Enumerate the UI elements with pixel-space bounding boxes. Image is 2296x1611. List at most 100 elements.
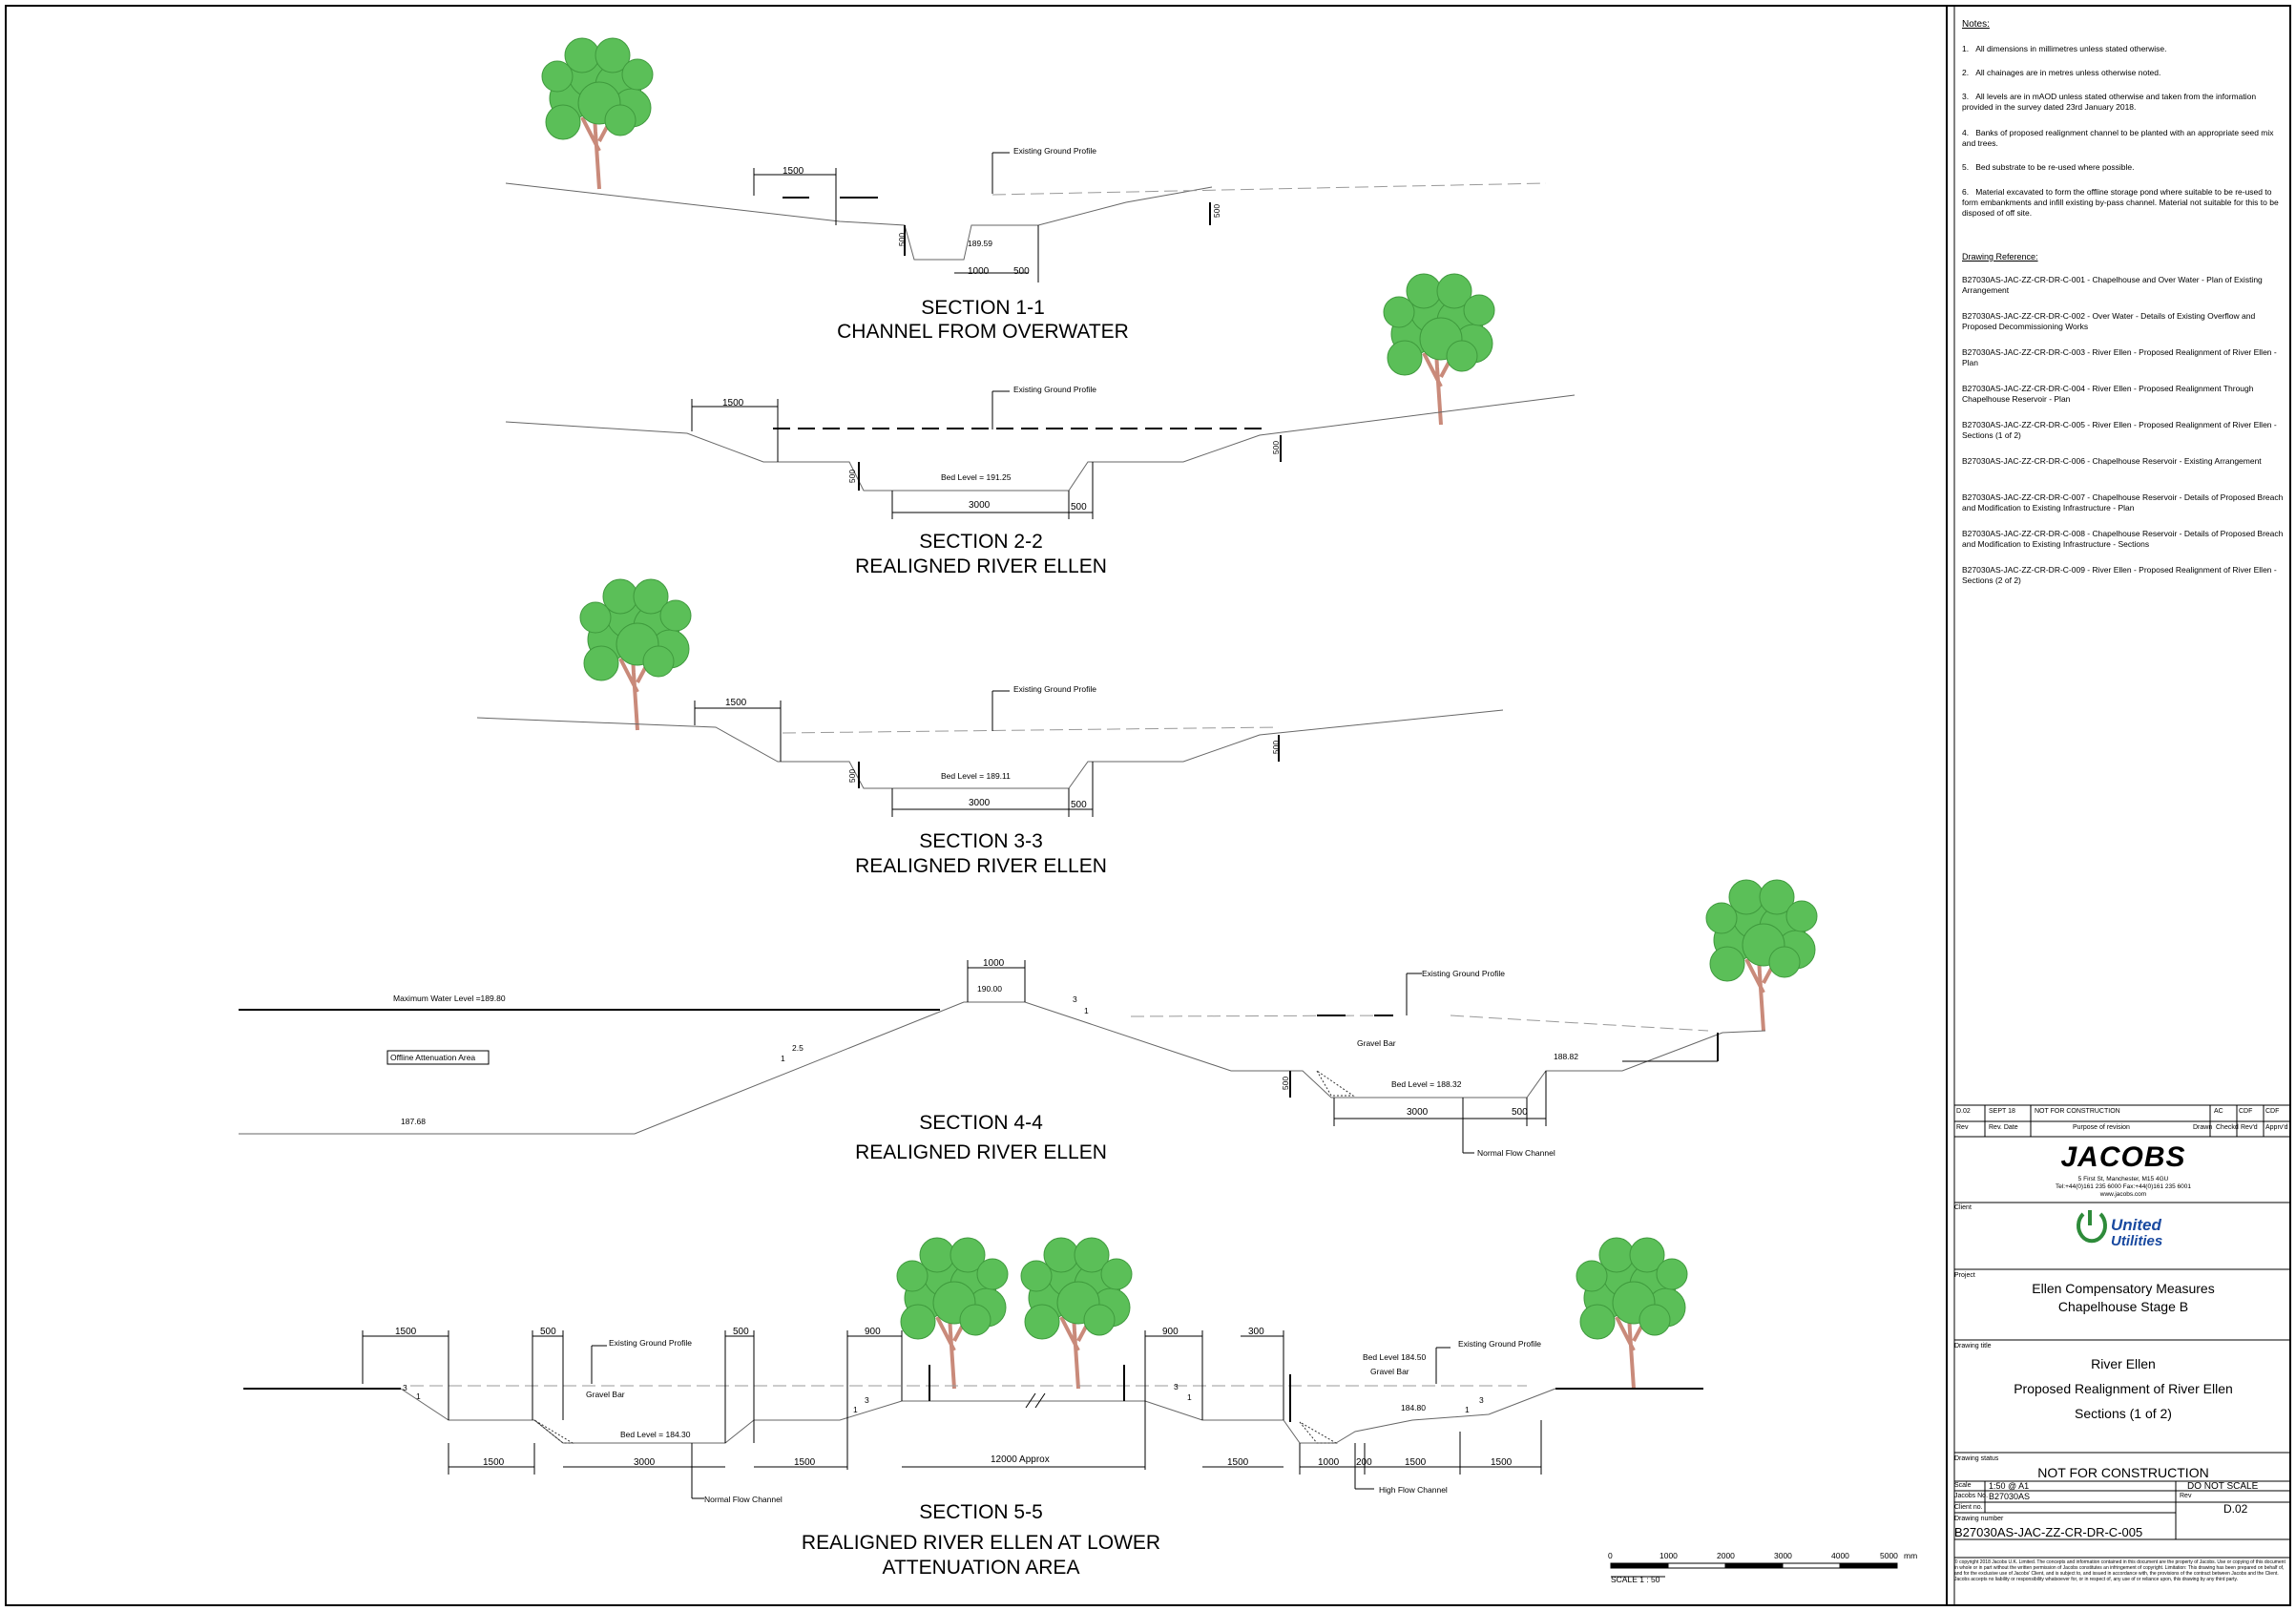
s1-bed-width: 1000 bbox=[968, 266, 990, 277]
reference-item: B27030AS-JAC-ZZ-CR-DR-C-001 - Chapelhous… bbox=[1962, 275, 2263, 295]
s4-depth: 500 bbox=[1281, 1076, 1291, 1091]
reference-item: B27030AS-JAC-ZZ-CR-DR-C-007 - Chapelhous… bbox=[1962, 492, 2284, 513]
rev-info-label: Rev bbox=[2180, 1493, 2192, 1499]
reference-item: B27030AS-JAC-ZZ-CR-DR-C-008 - Chapelhous… bbox=[1962, 529, 2284, 549]
scale-tick-5000: 5000 bbox=[1880, 1551, 1898, 1560]
rev-date-header: Rev. Date bbox=[1989, 1124, 2018, 1131]
s5-normal-channel: Normal Flow Channel bbox=[704, 1495, 783, 1504]
tree-icon bbox=[895, 1236, 1010, 1391]
scale-tick-1000: 1000 bbox=[1659, 1551, 1678, 1560]
rev-checked-header: Checkd bbox=[2216, 1124, 2239, 1131]
scale-tick-4000: 4000 bbox=[1831, 1551, 1849, 1560]
reference-item: B27030AS-JAC-ZZ-CR-DR-C-004 - River Elle… bbox=[1962, 384, 2254, 404]
s5-ground-label: Existing Ground Profile bbox=[609, 1338, 692, 1348]
s1-offset: 500 bbox=[1013, 266, 1030, 277]
section-1-1-drawing bbox=[505, 36, 1547, 282]
copyright-notice: © copyright 2018 Jacobs U.K. Limited. Th… bbox=[1954, 1559, 2286, 1582]
scale-tick-3000: 3000 bbox=[1774, 1551, 1792, 1560]
section-3-3-drawing bbox=[476, 577, 1504, 817]
section-2-2-drawing bbox=[505, 272, 1576, 519]
section-4-4-drawing bbox=[239, 878, 1819, 1154]
scale-tick-0: 0 bbox=[1608, 1551, 1613, 1560]
rev-value: D.02 bbox=[1956, 1108, 1971, 1115]
s5-slope-1d: 1 bbox=[1465, 1405, 1470, 1414]
s5-d1000: 1000 bbox=[1318, 1457, 1340, 1468]
scale-unit: mm bbox=[1904, 1551, 1918, 1560]
company-address: 5 First St, Manchester, M15 4GU bbox=[2077, 1176, 2169, 1182]
s5-ground-label-2: Existing Ground Profile bbox=[1458, 1339, 1541, 1349]
s1-depth-left: 500 bbox=[897, 232, 908, 247]
rev-by-header: Rev'd bbox=[2241, 1124, 2258, 1131]
tree-icon bbox=[540, 36, 655, 191]
scale-tick-2000: 2000 bbox=[1717, 1551, 1735, 1560]
jacobs-no-value: B27030AS bbox=[1989, 1492, 2031, 1501]
client-label: Client bbox=[1954, 1204, 1972, 1211]
rev-apprvd-header: Apprv'd bbox=[2265, 1124, 2288, 1131]
section-5-5-subtitle: REALIGNED RIVER ELLEN AT LOWER bbox=[801, 1532, 1161, 1554]
section-5-5-drawing bbox=[243, 1236, 1703, 1499]
rev-purpose-value: NOT FOR CONSTRUCTION bbox=[2035, 1108, 2120, 1115]
tree-icon bbox=[1575, 1236, 1689, 1391]
project-line1: Ellen Compensatory Measures bbox=[2032, 1281, 2215, 1296]
status-value: NOT FOR CONSTRUCTION bbox=[2037, 1465, 2209, 1480]
note-item: 6. Material excavated to form the offlin… bbox=[1962, 187, 2279, 218]
s3-bed-level: Bed Level = 189.11 bbox=[941, 771, 1011, 781]
rev-info-value: D.02 bbox=[2223, 1502, 2248, 1516]
s5-d3000: 3000 bbox=[634, 1457, 656, 1468]
section-5-5-subtitle-2: ATTENUATION AREA bbox=[882, 1557, 1080, 1579]
note-item: 5. Bed substrate to be re-used where pos… bbox=[1962, 162, 2135, 172]
s4-low-level: 187.68 bbox=[401, 1117, 426, 1126]
client-no-label: Client no. bbox=[1954, 1504, 1983, 1511]
status-label: Drawing status bbox=[1954, 1455, 1999, 1462]
s5-d900-a: 900 bbox=[865, 1327, 881, 1337]
rev-drawn-header: Drawn bbox=[2193, 1124, 2213, 1131]
rev-checked-value: CDF bbox=[2239, 1108, 2253, 1115]
s3-bed-width: 3000 bbox=[969, 798, 991, 808]
drawing-title-line3: Sections (1 of 2) bbox=[2075, 1406, 2172, 1421]
s5-d1500-c: 1500 bbox=[794, 1457, 816, 1468]
section-1-1-title: SECTION 1-1 bbox=[921, 297, 1045, 319]
s5-slope-1b: 1 bbox=[853, 1405, 858, 1414]
drawing-title-label: Drawing title bbox=[1954, 1343, 1992, 1349]
reference-item: B27030AS-JAC-ZZ-CR-DR-C-005 - River Elle… bbox=[1962, 420, 2277, 440]
s4-crest-width: 1000 bbox=[983, 958, 1005, 969]
s4-crest-level: 190.00 bbox=[977, 984, 1002, 994]
section-2-2-title: SECTION 2-2 bbox=[919, 531, 1043, 553]
s4-slope3: 3 bbox=[1073, 994, 1077, 1004]
reference-item: B27030AS-JAC-ZZ-CR-DR-C-006 - Chapelhous… bbox=[1962, 456, 2262, 466]
note-item: 3. All levels are in mAOD unless stated … bbox=[1962, 92, 2257, 112]
section-3-3-subtitle: REALIGNED RIVER ELLEN bbox=[855, 855, 1107, 877]
rev-date-value: SEPT 18 bbox=[1989, 1108, 2015, 1115]
s1-top-width: 1500 bbox=[783, 166, 804, 177]
section-5-5-title: SECTION 5-5 bbox=[919, 1501, 1043, 1523]
s1-bed-level: 189.59 bbox=[968, 239, 992, 248]
tree-icon bbox=[1382, 272, 1496, 427]
section-1-1-subtitle: CHANNEL FROM OVERWATER bbox=[837, 321, 1129, 343]
notes-heading: Notes: bbox=[1962, 19, 1990, 30]
section-4-4-subtitle: REALIGNED RIVER ELLEN bbox=[855, 1141, 1107, 1163]
reference-item: B27030AS-JAC-ZZ-CR-DR-C-002 - Over Water… bbox=[1962, 311, 2256, 331]
scale-bar-graphic bbox=[1610, 1562, 1898, 1578]
section-3-3-title: SECTION 3-3 bbox=[919, 830, 1043, 852]
jacobs-no-label: Jacobs No. bbox=[1954, 1493, 1989, 1499]
s5-d500-a: 500 bbox=[540, 1327, 556, 1337]
s4-ground-label: Existing Ground Profile bbox=[1422, 969, 1505, 978]
rev-purpose-header: Purpose of revision bbox=[2073, 1124, 2130, 1131]
drawing-title-line2: Proposed Realignment of River Ellen bbox=[2014, 1381, 2233, 1396]
s5-d500-b: 500 bbox=[733, 1327, 749, 1337]
s4-gravel-label: Gravel Bar bbox=[1357, 1038, 1396, 1048]
note-item: 4. Banks of proposed realignment channel… bbox=[1962, 128, 2274, 148]
s4-normal-channel: Normal Flow Channel bbox=[1477, 1148, 1555, 1158]
company-contact: Tel:+44(0)161 235 6000 Fax:+44(0)161 235… bbox=[2055, 1183, 2192, 1190]
s4-bank-level: 188.82 bbox=[1554, 1052, 1578, 1061]
s5-high-channel: High Flow Channel bbox=[1379, 1485, 1448, 1495]
s3-offset: 500 bbox=[1071, 800, 1087, 810]
scale-info-value: 1:50 @ A1 bbox=[1989, 1481, 2030, 1491]
s1-depth-right: 500 bbox=[1212, 203, 1222, 219]
reference-item: B27030AS-JAC-ZZ-CR-DR-C-003 - River Elle… bbox=[1962, 347, 2277, 367]
drawing-title-line1: River Ellen bbox=[2091, 1356, 2156, 1371]
s2-bed-level: Bed Level = 191.25 bbox=[941, 472, 1012, 482]
s5-slope-1c: 1 bbox=[1187, 1392, 1192, 1402]
note-item: 2. All chainages are in metres unless ot… bbox=[1962, 68, 2161, 77]
section-4-4-title: SECTION 4-4 bbox=[919, 1112, 1043, 1134]
